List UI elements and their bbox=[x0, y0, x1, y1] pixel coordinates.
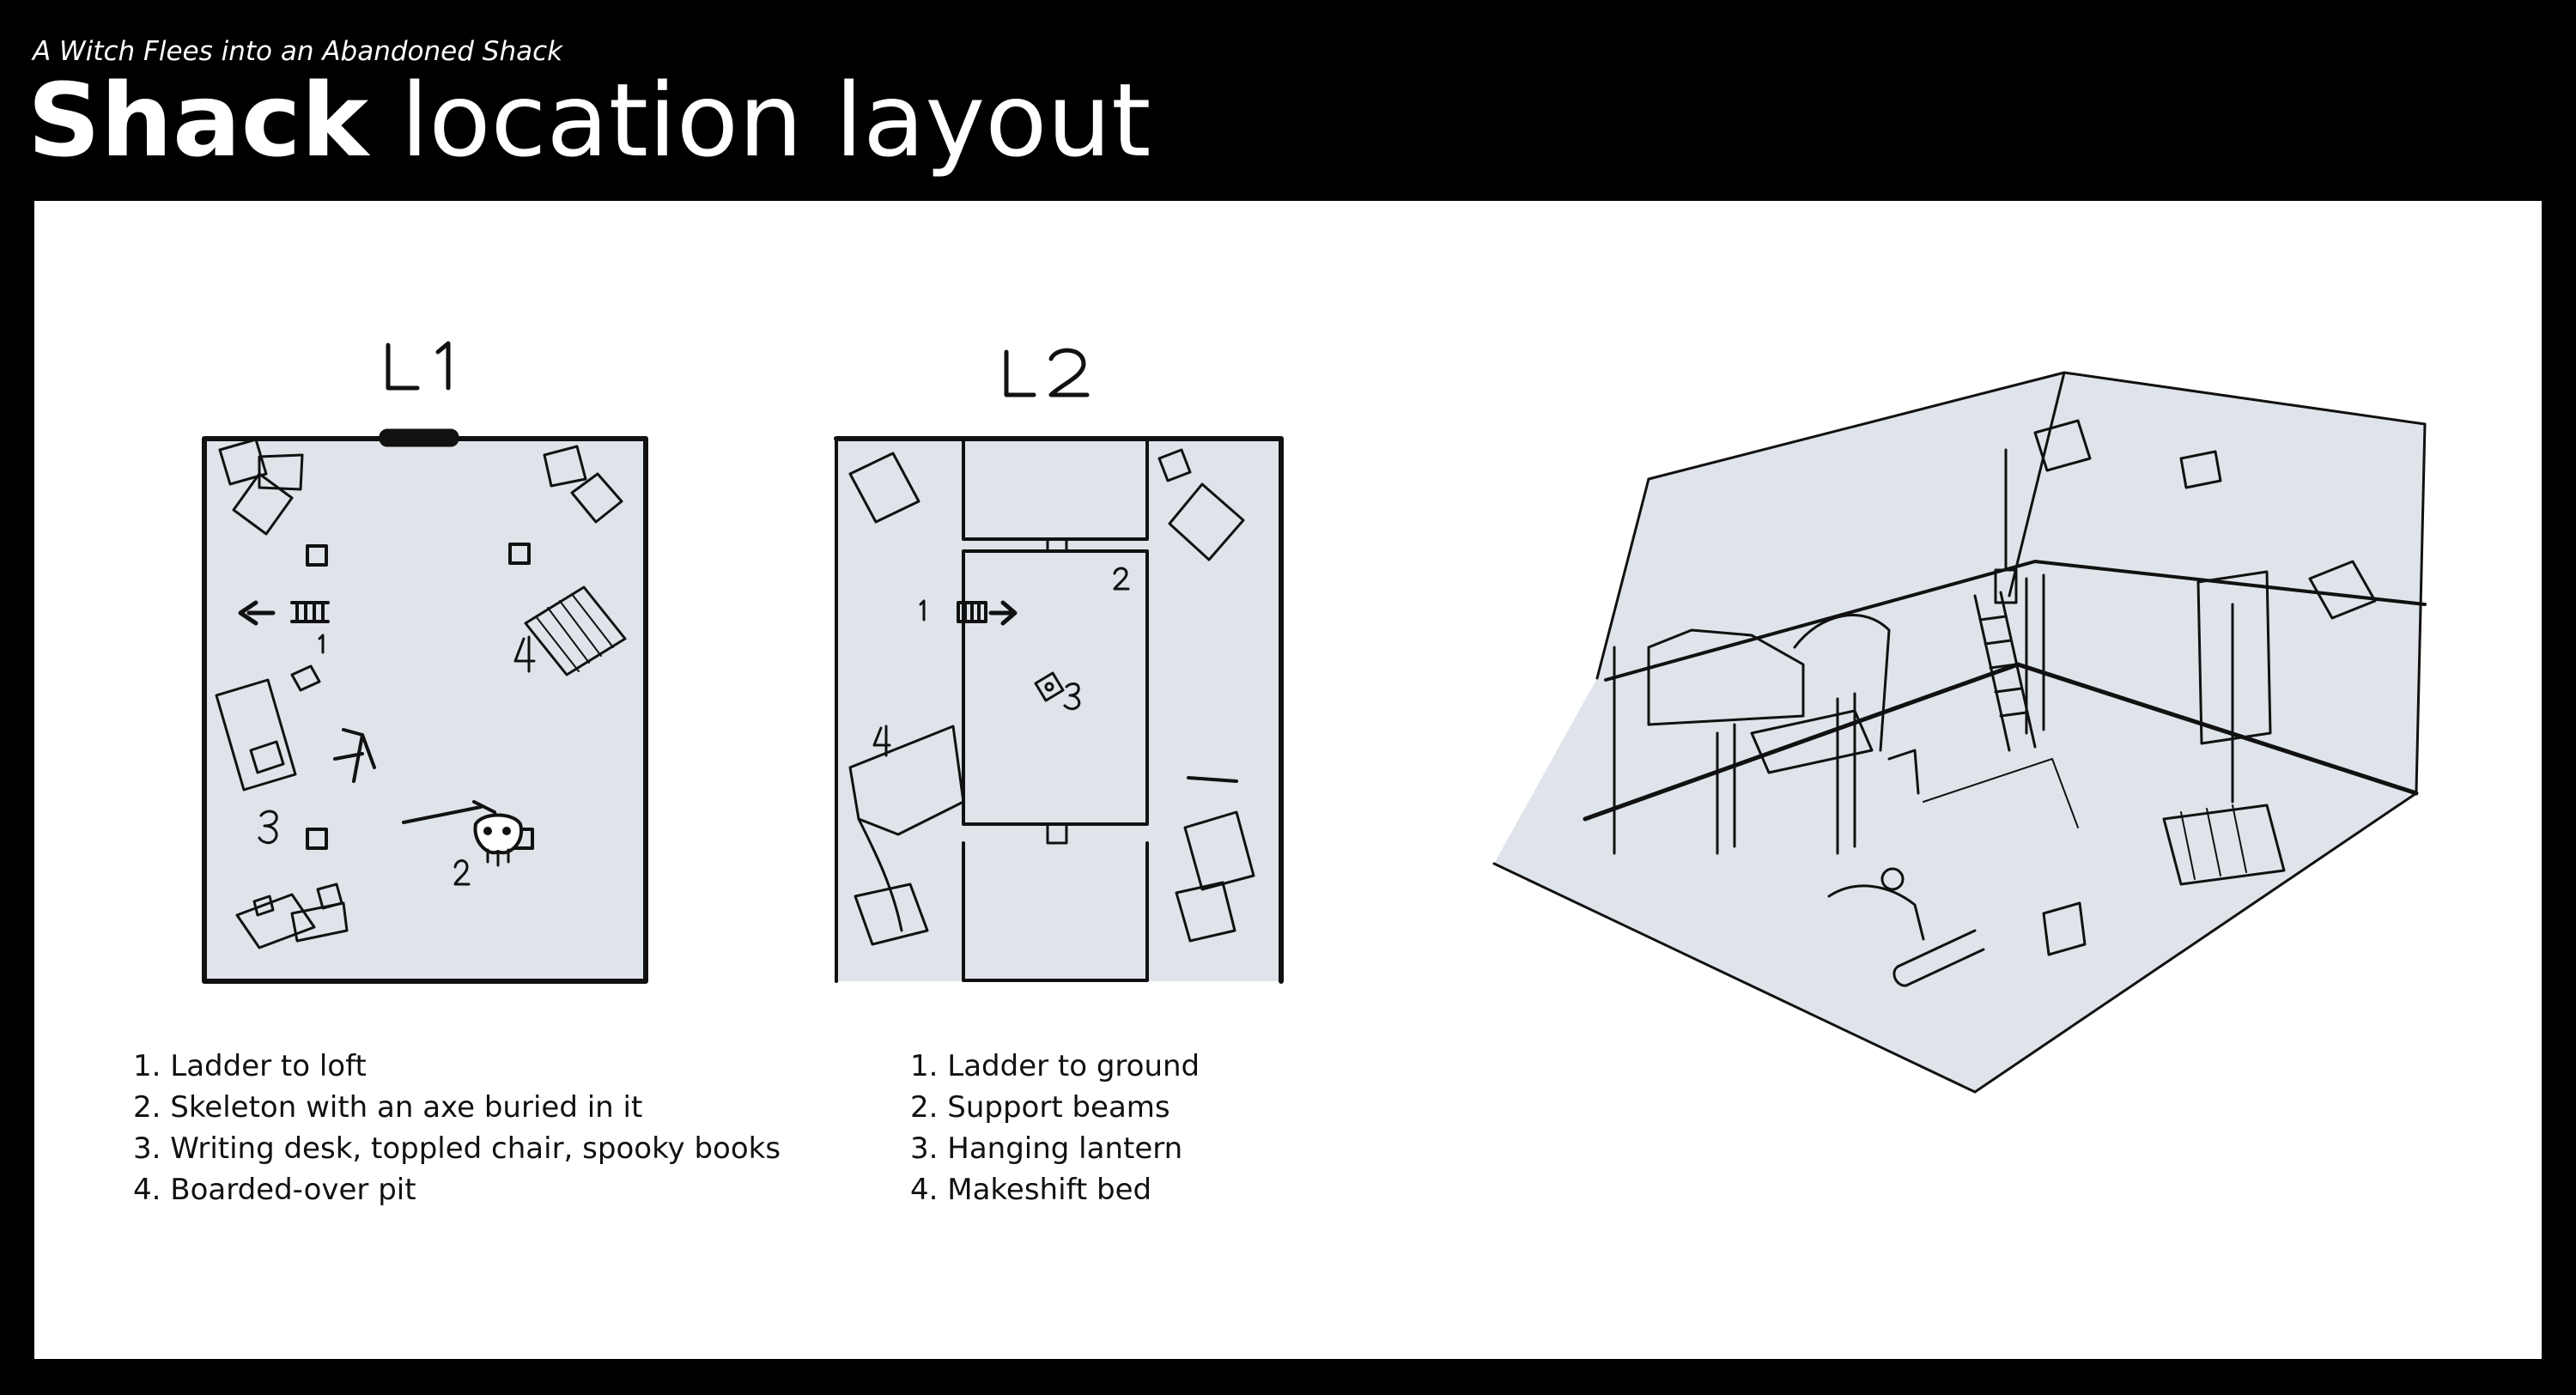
sketch-crate bbox=[2308, 560, 2377, 620]
sketch-ladder bbox=[1973, 591, 2037, 752]
sketch-support-post bbox=[1716, 573, 2234, 855]
sketch-writing-desk bbox=[1750, 709, 1874, 774]
l1-legend-item: 4. Boarded-over pit bbox=[133, 1173, 416, 1207]
sketch-crate bbox=[2033, 419, 2092, 472]
l1-walls bbox=[202, 436, 648, 984]
l1-book-pile bbox=[252, 895, 275, 917]
l1-marker-2 bbox=[453, 859, 471, 886]
l1-floor-plan bbox=[202, 341, 648, 984]
l2-ladder-arrow bbox=[988, 600, 1018, 626]
l1-heading bbox=[386, 341, 451, 391]
l1-boarded-pit bbox=[524, 585, 627, 676]
sketch-rolled-rug bbox=[1893, 929, 1985, 987]
l1-toppled-chair bbox=[333, 728, 376, 783]
l1-book-pile bbox=[235, 893, 316, 949]
l1-book-pile bbox=[316, 882, 343, 910]
l2-bed-pillow bbox=[854, 882, 929, 946]
title-light-part: location layout bbox=[368, 61, 1151, 179]
l1-pit-boards bbox=[535, 593, 614, 672]
l2-plank bbox=[1187, 776, 1238, 783]
sketch-loft-bed bbox=[1647, 628, 1805, 726]
l1-legend-item: 2. Skeleton with an axe buried in it bbox=[133, 1090, 643, 1125]
sketch-loft-blanket bbox=[1793, 614, 1891, 752]
l2-legend-item: 3. Hanging lantern bbox=[910, 1131, 1183, 1166]
shack-perspective-sketch bbox=[1492, 371, 2427, 1094]
sketch-floor-rug bbox=[1923, 758, 2079, 828]
l1-ladder bbox=[290, 601, 330, 623]
sketch-crate bbox=[2179, 450, 2222, 489]
sketch-loft-edge bbox=[1604, 560, 2427, 682]
l2-marker-1 bbox=[919, 599, 926, 622]
sketch-toppled-chair bbox=[1887, 749, 1920, 795]
l2-support-beam bbox=[1046, 822, 1068, 845]
l1-legend: 1. Ladder to loft 2. Skeleton with an ax… bbox=[133, 1046, 781, 1210]
sketch-cupboard bbox=[2196, 570, 2272, 745]
l1-crate bbox=[258, 453, 304, 491]
l1-writing-desk bbox=[215, 678, 297, 792]
l2-hanging-lantern bbox=[1034, 671, 1065, 702]
l2-legend: 1. Ladder to ground 2. Support beams 3. … bbox=[910, 1046, 1200, 1210]
sketch-skeleton bbox=[1827, 884, 1925, 941]
l2-legend-item: 2. Support beams bbox=[910, 1090, 1170, 1125]
l2-heading bbox=[1004, 348, 1090, 397]
l2-loft-beam bbox=[962, 841, 1149, 982]
l2-crate bbox=[1175, 881, 1236, 943]
l2-ladder bbox=[957, 601, 987, 623]
l2-bed-blanket bbox=[857, 817, 903, 932]
l1-legend-item: 3. Writing desk, toppled chair, spooky b… bbox=[133, 1131, 781, 1166]
l2-floor-plan bbox=[834, 348, 1284, 984]
l2-lantern-light bbox=[1044, 682, 1054, 692]
l2-legend-item: 1. Ladder to ground bbox=[910, 1049, 1200, 1083]
sketch-skull bbox=[1880, 867, 1905, 891]
sketch-pit-boards bbox=[2180, 804, 2247, 880]
l2-marker-4 bbox=[872, 725, 891, 757]
layout-drawings bbox=[202, 341, 2427, 1094]
page-title: Shack location layout bbox=[27, 60, 1151, 180]
title-bold-part: Shack bbox=[27, 61, 369, 179]
l1-crate bbox=[218, 438, 268, 486]
sketch-book-crate bbox=[2042, 901, 2087, 956]
sketch-floor-front bbox=[1492, 792, 2418, 1094]
l1-support-post bbox=[508, 543, 531, 565]
l2-makeshift-bed bbox=[848, 725, 965, 836]
l2-marker-3 bbox=[1063, 682, 1081, 711]
l1-chair-seat bbox=[249, 740, 285, 774]
l1-crate bbox=[232, 472, 294, 536]
l2-support-beam bbox=[1046, 537, 1068, 553]
l1-marker-1 bbox=[318, 634, 325, 654]
l1-skeleton-ribs bbox=[486, 848, 510, 867]
sketch-room-fill bbox=[1494, 373, 2425, 1092]
l2-walls bbox=[834, 436, 1284, 984]
l1-legend-item: 1. Ladder to loft bbox=[133, 1049, 367, 1083]
l2-crate bbox=[1168, 482, 1245, 561]
l2-crate bbox=[1183, 810, 1255, 891]
l1-support-post bbox=[306, 828, 328, 850]
l1-crate bbox=[570, 472, 623, 524]
l1-skull-eye bbox=[502, 827, 511, 835]
l1-book bbox=[290, 664, 321, 692]
sketch-wall-edge bbox=[1595, 371, 2427, 793]
l2-legend-item: 4. Makeshift bed bbox=[910, 1173, 1152, 1207]
l1-skull-eye bbox=[483, 827, 492, 835]
header-bar: A Witch Flees into an Abandoned Shack Sh… bbox=[0, 0, 2576, 201]
l1-ladder-arrow bbox=[238, 600, 276, 626]
l2-floor bbox=[836, 439, 1283, 981]
l1-door bbox=[379, 428, 459, 447]
l1-marker-4 bbox=[513, 635, 536, 673]
l1-marker-3 bbox=[258, 810, 278, 845]
page-subtitle: A Witch Flees into an Abandoned Shack bbox=[33, 36, 563, 67]
l2-marker-2 bbox=[1113, 567, 1130, 591]
l2-crate bbox=[1157, 448, 1192, 482]
l1-crate bbox=[543, 445, 587, 488]
content-panel: 1. Ladder to loft 2. Skeleton with an ax… bbox=[34, 201, 2542, 1359]
sketch-hanging-lantern bbox=[1994, 568, 2018, 604]
sketch-boarded-pit bbox=[2162, 804, 2286, 886]
l2-crate bbox=[848, 452, 920, 524]
l1-support-post bbox=[306, 544, 328, 567]
l1-skull bbox=[473, 813, 524, 855]
